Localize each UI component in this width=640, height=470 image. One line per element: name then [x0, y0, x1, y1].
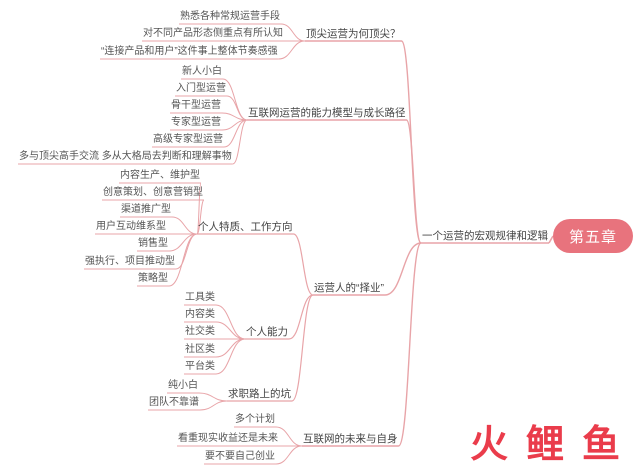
edge-branch-label-2-leaf-2-6: [232, 119, 248, 165]
logo-char-1: 火: [470, 422, 509, 466]
leaf-3-1-2: 创意策划、创意营销型: [103, 187, 203, 198]
leaf-4-3: 要不要自己创业: [205, 451, 275, 462]
leaf-3-2-5: 平台类: [185, 361, 215, 372]
leaf-2-6: 多与顶尖高手交流 多从大格局去判断和理解事物: [19, 151, 232, 162]
leaf-4-1: 多个计划: [235, 414, 275, 425]
root-label: 第五章: [568, 228, 617, 246]
edge-branch-label-4-leaf-4-1: [275, 426, 303, 447]
leaf-1-1: 熟悉各种常规运营手段: [180, 11, 280, 22]
sub-label-3-2: 个人能力: [246, 326, 288, 338]
edge-branch3-sub-1: [293, 233, 314, 296]
leaf-4-2: 看重现实收益还是未来: [178, 433, 278, 444]
edge-main-branch-4: [397, 242, 422, 447]
edge-branch-label-4-leaf-4-3: [275, 445, 303, 465]
edge-branch-label-2-leaf-2-5: [223, 119, 248, 148]
leaf-3-2-3: 社交类: [185, 326, 215, 337]
edge-sub-label-3-3-leaf-3-3-2: [199, 400, 228, 411]
leaf-3-3-2: 团队不靠谱: [149, 397, 199, 408]
edge-sub-label-3-1-leaf-3-1-3: [171, 216, 198, 235]
edge-branch-label-1-leaf-1-3: [278, 40, 306, 60]
logo-char-2: 鲤: [526, 422, 565, 466]
sub-label-3-1: 个人特质、工作方向: [198, 221, 293, 233]
edge-main-root: [548, 235, 554, 244]
leaf-2-4: 专家型运营: [171, 117, 221, 128]
leaf-3-2-2: 内容类: [185, 309, 215, 320]
leaf-1-2: 对不同产品形态侧重点有所认知: [143, 28, 283, 39]
edge-sub-label-3-1-leaf-3-1-2: [196, 199, 205, 235]
edge-branch3-sub-3: [291, 294, 314, 402]
edge-branch-label-1-leaf-1-1: [280, 23, 306, 42]
branch-label-1: 顶尖运营为何顶尖？: [306, 28, 401, 40]
edge-main-branch-2: [405, 119, 422, 244]
leaf-1-3: “连接产品和用户”这件事上整体节奏感强: [101, 46, 278, 57]
main-node-label: 一个运营的宏观规律和逻辑: [422, 230, 548, 242]
edge-main-branch-3: [384, 242, 422, 296]
leaf-3-1-7: 策略型: [138, 273, 168, 284]
brand-logo: 火 鲤 鱼: [470, 422, 638, 470]
leaf-2-1: 新人小白: [182, 66, 222, 77]
leaf-2-3: 骨干型运营: [171, 100, 221, 111]
leaf-3-3-1: 纯小白: [168, 380, 198, 391]
leaf-3-1-4: 用户互动维系型: [96, 221, 166, 232]
leaf-3-1-1: 内容生产、维护型: [120, 170, 200, 181]
edge-sub-label-3-2-leaf-3-2-2: [215, 321, 246, 340]
sub-label-3-3: 求职路上的坑: [228, 388, 291, 400]
root-node[interactable]: 第五章: [553, 219, 633, 253]
edge-branch-label-2-leaf-2-2: [226, 95, 248, 121]
branch-label-3: 运营人的“择业”: [314, 282, 384, 294]
leaf-3-2-4: 社区类: [185, 344, 215, 355]
edge-branch3-sub-2: [288, 294, 314, 340]
leaf-2-2: 入门型运营: [176, 83, 226, 94]
leaf-3-2-1: 工具类: [185, 292, 215, 303]
edge-sub-label-3-1-leaf-3-1-1: [196, 182, 202, 235]
logo-char-3: 鱼: [582, 422, 621, 466]
branch-label-4: 互联网的未来与自身: [303, 433, 398, 445]
leaf-3-1-6: 强执行、项目推动型: [85, 256, 175, 267]
branch-label-2: 互联网运营的能力模型与成长路径: [248, 107, 406, 119]
edge-sub-label-3-2-leaf-3-2-4: [215, 338, 246, 358]
edge-sub-label-3-1-leaf-3-1-7: [168, 233, 198, 287]
leaf-3-1-3: 渠道推广型: [121, 204, 171, 215]
leaf-3-1-5: 销售型: [138, 238, 168, 249]
edge-sub-label-3-2-leaf-3-2-1: [215, 304, 246, 340]
edge-sub-label-3-3-leaf-3-3-1: [198, 392, 228, 402]
leaf-2-5: 高级专家型运营: [153, 134, 223, 145]
edge-sub-label-3-2-leaf-3-2-5: [215, 338, 246, 375]
